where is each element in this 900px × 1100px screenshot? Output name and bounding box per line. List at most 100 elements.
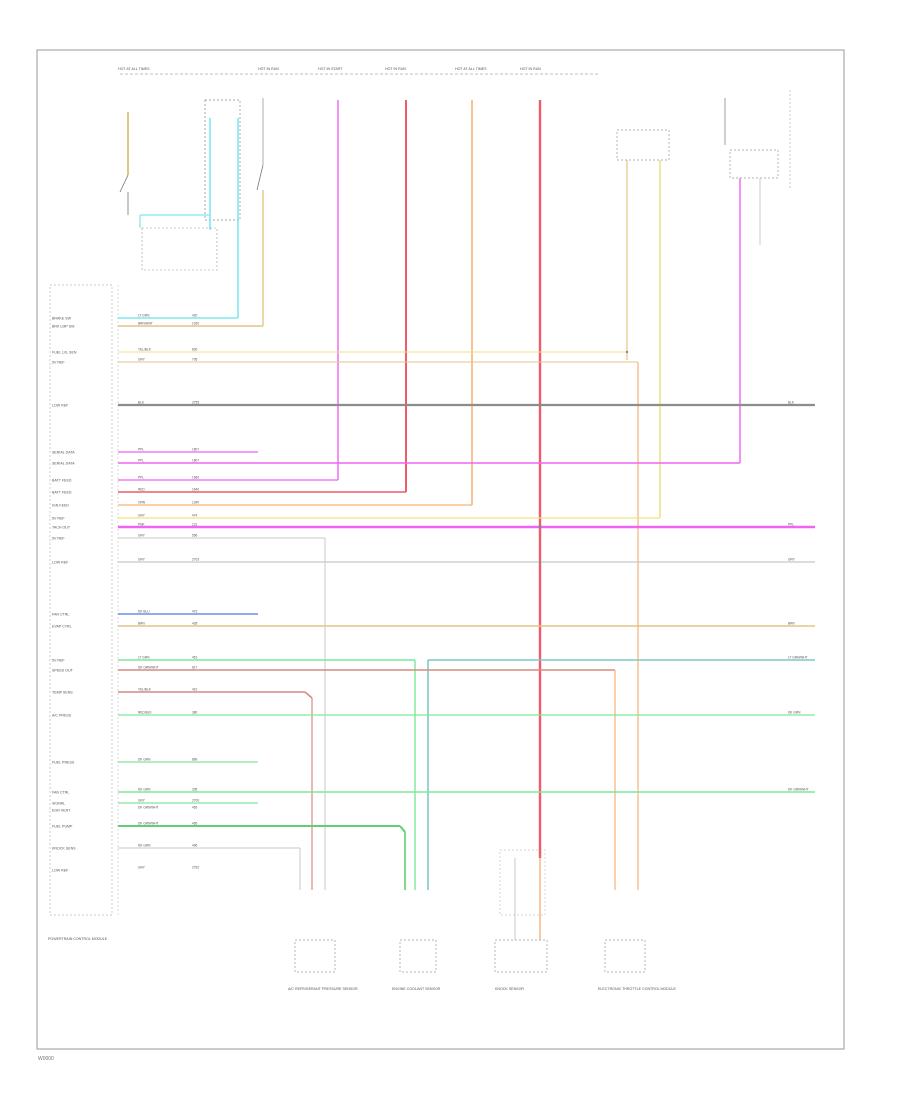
pcm-pin-label: SERIAL DATA <box>52 462 75 466</box>
pcm-wire-color: LT GRN <box>138 656 150 660</box>
pcm-pin-label: TEMP SENS <box>52 691 73 695</box>
pcm-wire-color: GRY <box>138 799 146 803</box>
right-wire-label: BLK <box>788 401 795 405</box>
label-coolant-sensor: ENGINE COOLANT SENSOR <box>392 987 441 991</box>
pcm-circuit-number: 830 <box>192 348 198 352</box>
pcm-pin-label: A/C PRESS <box>52 714 72 718</box>
pcm-circuit-number: 596 <box>192 534 198 538</box>
pcm-circuit-number: 496 <box>192 844 198 848</box>
pcm-circuit-number: 1640 <box>192 488 199 492</box>
pcm-pin-label: BRK LMP SW <box>52 325 75 329</box>
pcm-circuit-number: 1807 <box>192 448 199 452</box>
pcm-circuit-number: 420 <box>192 314 198 318</box>
pcm-wire-color: BRN <box>138 622 145 626</box>
pcm-pin-label: KNOCK SENS <box>52 847 76 851</box>
top-label-t4: HOT IN RUN <box>385 67 406 71</box>
pcm-label: POWERTRAIN CONTROL MODULE <box>48 937 108 941</box>
electronic-throttle-module <box>604 939 646 973</box>
pcm-wire-color: DK GRN <box>138 788 151 792</box>
ac-pressure-sensor <box>294 939 336 973</box>
pcm-wire-color: BLK <box>138 401 145 405</box>
pcm-circuit-number: 2752 <box>192 866 199 870</box>
pcm-pin-label: 5V REF <box>52 659 65 663</box>
pcm-wire-color: PNK <box>138 523 145 527</box>
bottom-components <box>294 849 646 973</box>
pcm-pin-label: 5V REF <box>52 361 65 365</box>
bottom-labels: A/C REFRIGERANT PRESSURE SENSOR ENGINE C… <box>48 937 676 991</box>
right-wire-label: PPL <box>788 523 794 527</box>
diagram-frame <box>36 49 845 1050</box>
pcm-pin-label: SIGNAL <box>52 802 65 806</box>
pcm-wire-color: GRY <box>138 514 146 518</box>
horizontal-wires <box>118 317 815 890</box>
top-label-t5: HOT AT ALL TIMES <box>455 67 487 71</box>
pcm-wire-color: DK GRN/WHT <box>138 822 159 826</box>
top-labels: HOT AT ALL TIMES HOT IN RUN HOT IN START… <box>118 67 541 71</box>
pcm-pin-label: EGR VENT <box>52 809 71 813</box>
pcm-circuit-number: 2755 <box>192 401 199 405</box>
pcm-circuit-number: 465 <box>192 822 198 826</box>
pcm-pin-label: BATT FEED <box>52 479 72 483</box>
right-wire-label: DK GRN/WHT <box>788 788 809 792</box>
pcm-circuit-number: 889 <box>192 758 198 762</box>
pcm-pin-label: FUEL PRESS <box>52 761 75 765</box>
pcm-wire-color: DK BLU <box>138 610 150 614</box>
pcm-circuit-number: 2703 <box>192 558 199 562</box>
pcm-wire-color: GRY <box>138 534 146 538</box>
pcm-circuit-number: 817 <box>192 666 198 670</box>
label-ac-sensor: A/C REFRIGERANT PRESSURE SENSOR <box>288 987 358 991</box>
pcm-circuit-number: 410 <box>192 688 198 692</box>
brake-switch-assembly <box>119 98 264 326</box>
top-label-t6: HOT IN RUN <box>520 67 541 71</box>
pcm-pin-label: 5V REF <box>52 517 65 521</box>
pcm-pin-label: IGN FEED <box>52 504 69 508</box>
pcm-circuit-number: 1340 <box>192 501 199 505</box>
right-wire-label: GRY <box>788 558 796 562</box>
pcm-wire-color: BRN/WHT <box>138 322 153 326</box>
right-wire-label: DK GRN <box>788 711 801 715</box>
pcm-wire-color: DK GRN/WHT <box>138 806 159 810</box>
pcm-circuit-number: 451 <box>192 656 198 660</box>
pcm-pin-label: FAN CTRL <box>52 791 69 795</box>
top-label-t3: HOT IN START <box>318 67 343 71</box>
pcm-pin-label: LOW REF <box>52 869 69 873</box>
pcm-circuit-number: 121 <box>192 523 198 527</box>
pcm-wire-color: RED <box>138 488 145 492</box>
top-label-t1: HOT AT ALL TIMES <box>118 67 150 71</box>
pcm-pin-label: FUEL PUMP <box>52 825 73 829</box>
relay-module <box>616 90 791 518</box>
pcm-pin-label: EVAP CTRL <box>52 625 72 629</box>
pcm-pin-label: LOW REF <box>52 561 69 565</box>
pcm-circuit-number: 705 <box>192 358 198 362</box>
pcm-wire-color: PPL <box>138 476 144 480</box>
pcm-circuit-number: 335 <box>192 788 198 792</box>
pcm-wire-color: PPL <box>138 448 144 452</box>
pcm-wire-color: DK GRN/WHT <box>138 666 159 670</box>
pcm-pin-label: BRAKE SW <box>52 317 72 321</box>
engine-coolant-sensor <box>399 939 437 973</box>
pcm-circuit-number: 428 <box>192 622 198 626</box>
pcm-wire-color: YEL/BLK <box>138 348 152 352</box>
pcm-connector <box>49 284 113 916</box>
pcm-wire-color: DK GRN <box>138 758 151 762</box>
top-label-t2: HOT IN RUN <box>258 67 279 71</box>
pcm-wire-color: GRY <box>138 358 146 362</box>
right-wire-label: LT GRN/WHT <box>788 656 808 660</box>
knock-sensor <box>494 939 548 973</box>
pcm-pin-label: FAN CTRL <box>52 613 69 617</box>
pcm-pin-label: SPEED OUT <box>52 669 74 673</box>
pcm-circuit-number: 473 <box>192 610 198 614</box>
pcm-pin-label: FUEL LVL SEN <box>52 351 77 355</box>
pcm-wire-color: LT GRN <box>138 314 150 318</box>
pcm-wire-color: DK GRN <box>138 844 151 848</box>
label-throttle-module: ELECTRONIC THROTTLE CONTROL MODULE <box>598 987 676 991</box>
pcm-wire-color: PPL <box>138 459 144 463</box>
pcm-wire-color: ORN <box>138 501 146 505</box>
pcm-pin-label: SERIAL DATA <box>52 451 75 455</box>
pcm-circuit-number: 2700 <box>192 799 199 803</box>
wire-connection-dots <box>538 350 629 564</box>
pcm-wire-color: GRY <box>138 866 146 870</box>
pcm-circuit-number: 1807 <box>192 459 199 463</box>
